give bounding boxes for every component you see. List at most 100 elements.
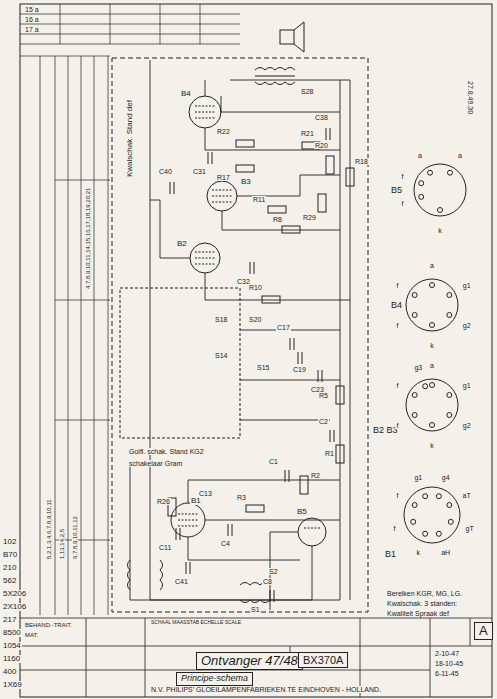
component-label: g2 <box>462 322 472 329</box>
component-label: 217 <box>2 616 17 624</box>
component-label: 102 <box>2 538 17 546</box>
component-label: 2X106 <box>2 603 27 611</box>
component-label: 18-10-45 <box>434 660 464 667</box>
chassis-outline <box>112 58 368 612</box>
tube-sockets <box>404 164 466 543</box>
title-cell: Ontvanger 47/48 <box>196 652 303 670</box>
top-table <box>20 4 240 44</box>
component-label: f <box>400 200 404 207</box>
component-label: C38 <box>314 114 329 121</box>
component-label: 2-10-47 <box>434 650 460 657</box>
component-label: aH <box>440 549 451 556</box>
component-label: C2 <box>318 418 329 425</box>
component-label: schakelaar Gram <box>128 460 183 467</box>
wiring <box>130 60 350 610</box>
component-label: f <box>392 525 396 532</box>
component-label: 5X206 <box>2 590 27 598</box>
component-label: R17 <box>216 174 231 181</box>
socket-pin <box>430 423 435 428</box>
component-label: f <box>395 382 399 389</box>
socket-pin <box>423 531 428 536</box>
component-label: R10 <box>248 284 263 291</box>
component-label: C32 <box>236 278 251 285</box>
component-label: S28 <box>300 88 314 95</box>
socket-pin <box>423 384 428 389</box>
component-label: S1 <box>250 606 261 613</box>
tubes <box>171 96 326 546</box>
component-label: R2 <box>310 472 321 479</box>
socket-pin <box>447 393 452 398</box>
component-label: R3 <box>236 494 247 501</box>
component-label: C11 <box>158 544 172 551</box>
component-label: 8500 <box>2 629 22 637</box>
component-label: 1160 <box>2 655 21 663</box>
title-text: Principe-schema <box>181 674 248 684</box>
component-label: S15 <box>256 364 270 371</box>
component-label: f <box>395 422 399 429</box>
component-label: C1 <box>268 458 279 465</box>
socket-pin <box>436 531 441 536</box>
socket-pin <box>412 503 417 508</box>
socket-pin <box>447 313 452 318</box>
socket-pin <box>428 170 433 175</box>
component-label: aT <box>462 492 472 499</box>
component-label: f <box>400 173 404 180</box>
component-label: 4,7,8,9,10,11,14,15,16,17,18,19,20,21 <box>85 187 91 290</box>
component-label: Kwalschak. 3 standen: <box>386 600 458 607</box>
component-label: MAT. <box>24 632 39 638</box>
component-label: g4 <box>441 474 451 481</box>
component-label: C4 <box>220 540 231 547</box>
component-label: Bereiken KGR, MG, LG. <box>386 590 463 597</box>
component-label: g1 <box>462 282 472 289</box>
component-label: k <box>429 342 435 349</box>
component-label: k <box>429 442 435 449</box>
component-label: R1 <box>324 450 335 457</box>
component-label: 6,7,8,9,10,11,12 <box>72 515 78 560</box>
component-label: R29 <box>302 214 317 221</box>
socket-pin <box>430 323 435 328</box>
socket-pin <box>448 170 453 175</box>
component-label: B1 <box>384 550 397 559</box>
component-label: 17 a <box>24 26 40 33</box>
component-label: Kwaliteit Spraak def <box>386 610 450 617</box>
socket-pin <box>430 283 435 288</box>
component-label: R26 <box>156 498 171 505</box>
socket-pin <box>438 208 443 213</box>
component-label: R18 <box>354 158 369 165</box>
component-label: R21 <box>300 130 315 137</box>
title-text: A <box>479 624 488 638</box>
component-label: C8 <box>262 578 273 585</box>
capacitors <box>170 128 334 602</box>
component-label: Golfl. schak. Stand KG2 <box>128 448 205 455</box>
component-label: gT <box>465 525 475 532</box>
socket-pin <box>412 413 417 418</box>
component-label: R5 <box>318 392 329 399</box>
title-text: Ontvanger 47/48 <box>201 654 298 668</box>
component-label: C31 <box>192 168 207 175</box>
wave-switch <box>120 288 240 438</box>
component-label: S20 <box>248 316 262 323</box>
component-label: 15 a <box>24 6 40 13</box>
component-label: 27.8.49.30 <box>467 80 474 115</box>
component-label: B4 <box>390 301 403 310</box>
socket-pin <box>423 494 428 499</box>
socket-pin <box>419 181 424 186</box>
socket-pin <box>411 519 416 524</box>
component-label: R8 <box>272 216 283 223</box>
component-label: g3 <box>413 364 423 371</box>
component-label: a <box>457 152 463 159</box>
socket-pin <box>419 194 424 199</box>
title-block <box>20 618 492 697</box>
component-label: S18 <box>214 316 228 323</box>
component-label: 1,13,14,2,5 <box>59 528 65 560</box>
component-label: R22 <box>216 128 231 135</box>
socket-pin <box>412 393 417 398</box>
component-label: g1 <box>413 474 423 481</box>
component-label: f <box>395 492 399 499</box>
component-label: R20 <box>314 142 329 149</box>
component-label: 16 a <box>24 16 40 23</box>
component-label: C40 <box>158 168 173 175</box>
component-label: S14 <box>214 352 228 359</box>
component-label: a <box>429 262 435 269</box>
component-label: N.V. PHILIPS' GLOEILAMPENFABRIEKEN TE EI… <box>150 686 382 693</box>
